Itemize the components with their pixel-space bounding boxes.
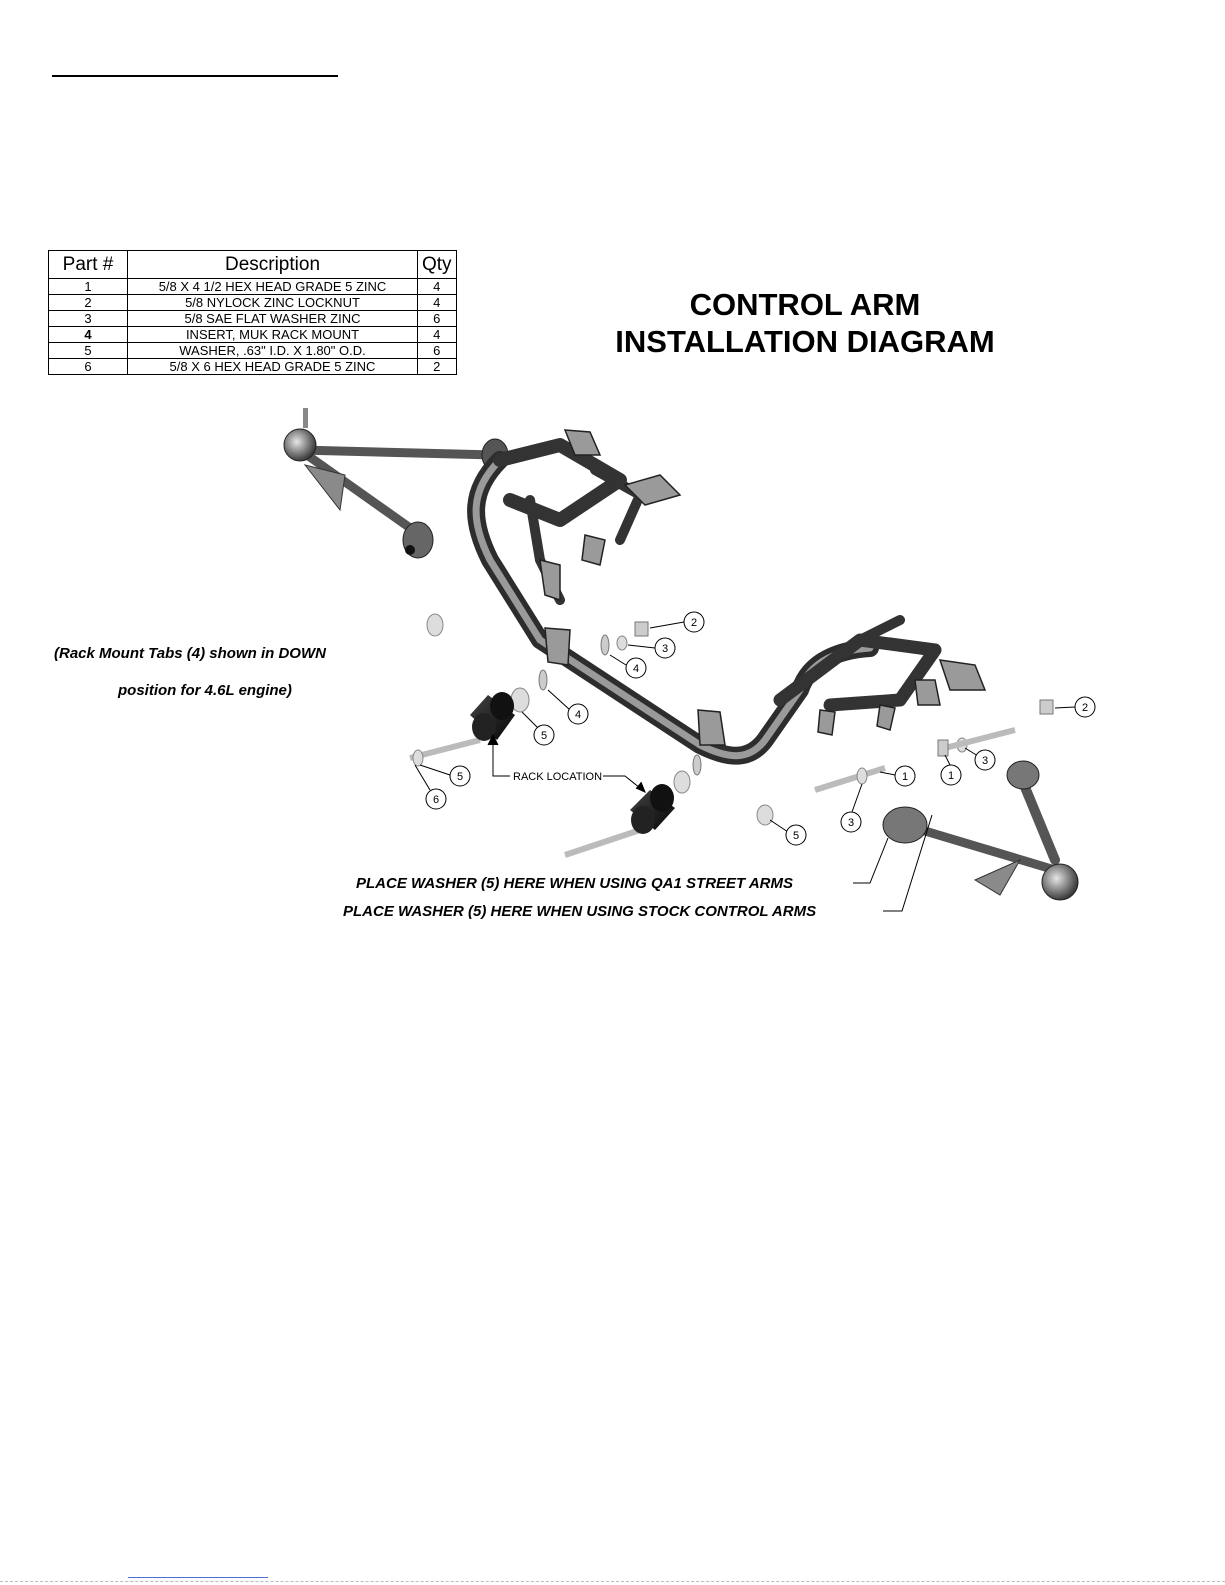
svg-text:5: 5 <box>457 771 463 783</box>
svg-text:4: 4 <box>575 709 581 721</box>
header-description: Description <box>127 250 418 279</box>
callout-3-right: 3 <box>964 747 996 771</box>
callout-bubbles: 2 3 4 4 5 5 6 5 2 1 3 1 3 5 <box>0 0 1096 846</box>
title-line-1: CONTROL ARM <box>689 287 921 322</box>
svg-text:5: 5 <box>0 0 6 3</box>
part-description: 5/8 X 6 HEX HEAD GRADE 5 ZINC <box>127 358 418 375</box>
k-member-frame <box>467 438 942 765</box>
part-description: WASHER, .63" I.D. X 1.80" O.D. <box>127 342 418 359</box>
parts-table: Part # Description Qty 1 5/8 X 4 1/2 HEX… <box>48 250 457 375</box>
callout-4-upper: 4 <box>609 654 647 679</box>
washer-placement-notes: PLACE WASHER (5) HERE WHEN USING QA1 STR… <box>343 814 933 920</box>
svg-text:5: 5 <box>541 730 547 742</box>
callout-2-left: 2 <box>649 611 705 633</box>
rack-tabs-note-line-2: position for 4.6L engine) <box>118 682 292 699</box>
mount-brackets <box>539 429 987 746</box>
rack-bushings <box>470 692 675 834</box>
svg-text:3: 3 <box>848 817 854 829</box>
table-row: 5 WASHER, .63" I.D. X 1.80" O.D. 6 <box>48 342 457 359</box>
diagram-title: CONTROL ARM INSTALLATION DIAGRAM <box>580 286 1030 360</box>
svg-text:3: 3 <box>662 643 668 655</box>
callout-3-left: 3 <box>627 637 676 659</box>
svg-text:2: 2 <box>1082 702 1088 714</box>
callout-5-left: 5 <box>419 764 471 787</box>
callout-1-right: 1 <box>940 754 962 786</box>
parts-table-header: Part # Description Qty <box>48 250 457 279</box>
page-break-line <box>0 1581 1225 1582</box>
callout-3-center: 3 <box>840 783 863 833</box>
callout-6: 6 <box>414 764 447 810</box>
callout-1-center: 1 <box>879 765 916 787</box>
rack-location-callout: RACK LOCATION <box>487 733 646 793</box>
svg-text:6: 6 <box>433 794 439 806</box>
header-qty: Qty <box>417 250 457 279</box>
right-control-arm <box>882 760 1079 901</box>
table-row: 4 INSERT, MUK RACK MOUNT 4 <box>48 326 457 343</box>
callout-4-lower: 4 <box>547 689 589 725</box>
part-qty: 2 <box>417 358 457 375</box>
callout-2-right: 2 <box>1054 696 1096 718</box>
svg-text:5: 5 <box>793 830 799 842</box>
table-row: 6 5/8 X 6 HEX HEAD GRADE 5 ZINC 2 <box>48 358 457 375</box>
svg-text:1: 1 <box>948 770 954 782</box>
rack-location-label: RACK LOCATION <box>513 771 602 783</box>
hardware <box>409 613 1054 858</box>
header-part-number: Part # <box>48 250 128 279</box>
stock-arms-note: PLACE WASHER (5) HERE WHEN USING STOCK C… <box>343 903 816 920</box>
table-row: 1 5/8 X 4 1/2 HEX HEAD GRADE 5 ZINC 4 <box>48 278 457 295</box>
part-description: 5/8 NYLOCK ZINC LOCKNUT <box>127 294 418 311</box>
callout-5-arm: 5 <box>0 0 6 3</box>
svg-text:1: 1 <box>902 771 908 783</box>
part-description: 5/8 X 4 1/2 HEX HEAD GRADE 5 ZINC <box>127 278 418 295</box>
footer-link-rule <box>128 1577 268 1578</box>
svg-text:3: 3 <box>982 755 988 767</box>
callout-5-right: 5 <box>769 819 807 846</box>
street-arms-note: PLACE WASHER (5) HERE WHEN USING QA1 STR… <box>356 875 793 892</box>
callout-5-washer: 5 <box>521 711 555 746</box>
svg-text:4: 4 <box>633 663 639 675</box>
rack-tabs-note-line-1: (Rack Mount Tabs (4) shown in DOWN <box>54 645 326 662</box>
part-description: INSERT, MUK RACK MOUNT <box>127 326 418 343</box>
header-rule <box>52 75 338 77</box>
title-line-2: INSTALLATION DIAGRAM <box>615 324 995 359</box>
svg-text:2: 2 <box>691 617 697 629</box>
